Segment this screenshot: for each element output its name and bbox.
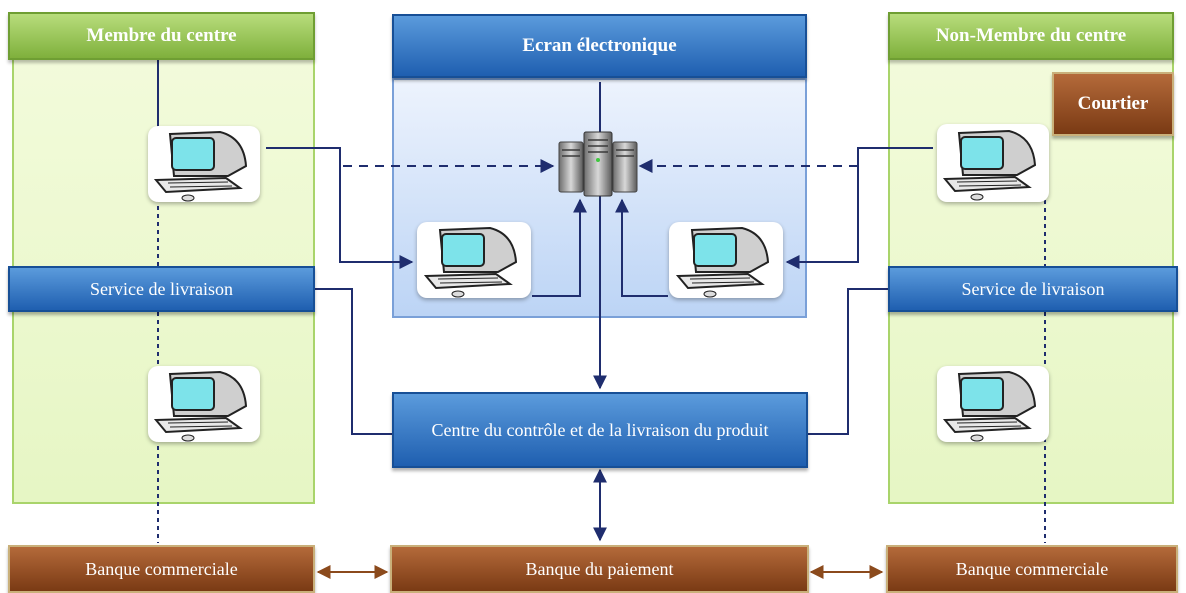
nonmember-header: Non-Membre du centre bbox=[888, 12, 1174, 60]
computer-icon bbox=[937, 124, 1049, 202]
computer-icon bbox=[669, 222, 783, 298]
computer-icon bbox=[937, 366, 1049, 442]
arrow-centerleft-server bbox=[532, 198, 587, 297]
broker-label: Courtier bbox=[1077, 93, 1149, 114]
member-header: Membre du centre bbox=[8, 12, 315, 60]
electronic-screen-header: Ecran électronique bbox=[392, 14, 807, 78]
right-delivery-service-label: Service de livraison bbox=[961, 278, 1105, 299]
arrow-left-pc-center bbox=[266, 147, 414, 269]
right-commercial-bank: Banque commerciale bbox=[886, 545, 1178, 593]
line-right-service-control bbox=[808, 288, 888, 435]
payment-bank: Banque du paiement bbox=[390, 545, 809, 593]
control-delivery-center-label: Centre du contrôle et de la livraison du… bbox=[431, 419, 769, 440]
arrow-right-pc-center bbox=[785, 147, 933, 269]
line-left-service-control bbox=[314, 288, 392, 435]
broker-box: Courtier bbox=[1052, 72, 1174, 136]
right-delivery-service: Service de livraison bbox=[888, 266, 1178, 312]
left-commercial-bank: Banque commerciale bbox=[8, 545, 315, 593]
computer-icon bbox=[148, 366, 260, 442]
right-commercial-bank-label: Banque commerciale bbox=[955, 558, 1109, 579]
left-delivery-service-label: Service de livraison bbox=[90, 278, 233, 299]
electronic-screen-label: Ecran électronique bbox=[522, 35, 677, 56]
left-commercial-bank-label: Banque commerciale bbox=[85, 558, 238, 579]
nonmember-header-label: Non-Membre du centre bbox=[935, 25, 1127, 46]
server-icon bbox=[557, 130, 639, 198]
computer-icon bbox=[417, 222, 531, 298]
left-delivery-service: Service de livraison bbox=[8, 266, 315, 312]
member-header-label: Membre du centre bbox=[86, 25, 237, 46]
payment-bank-label: Banque du paiement bbox=[525, 558, 674, 579]
control-delivery-center: Centre du contrôle et de la livraison du… bbox=[392, 392, 808, 468]
computer-icon bbox=[148, 126, 260, 202]
arrow-centerright-server bbox=[615, 198, 668, 297]
